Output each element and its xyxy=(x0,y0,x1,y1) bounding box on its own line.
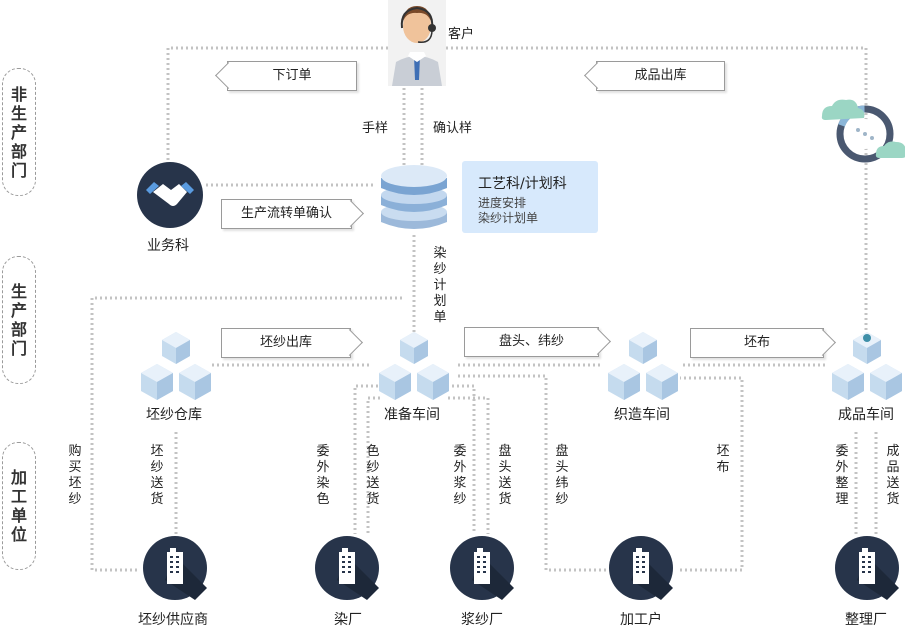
flow-label-out-finish: 委外整理 xyxy=(835,444,849,507)
customer-avatar-icon xyxy=(388,0,446,86)
flow-label-confirm: 确认样 xyxy=(433,121,473,136)
dye-label: 染厂 xyxy=(334,612,362,628)
tag-transfer: 生产流转单确认 xyxy=(221,199,352,229)
flow-label-sample: 手样 xyxy=(362,121,389,136)
sizing-building-icon xyxy=(450,536,514,600)
database-icon xyxy=(377,160,451,232)
tag-yarn-out: 坯纱出库 xyxy=(221,328,351,358)
supplier-label: 坯纱供应商 xyxy=(138,612,208,628)
supplier-building-icon xyxy=(143,536,207,600)
flow-label-out-sizing: 委外浆纱 xyxy=(453,444,467,507)
flow-label-buy: 购买坯纱 xyxy=(68,444,82,507)
line-beam-delivery xyxy=(448,396,490,534)
processor-label: 加工户 xyxy=(620,612,662,628)
line-greige xyxy=(680,376,744,572)
flow-label-color-delivery: 色纱送货 xyxy=(366,444,380,507)
customer-label: 客户 xyxy=(448,27,475,42)
flow-label-out-dye: 委外染色 xyxy=(316,444,330,507)
flow-label-finished-delivery: 成品送货 xyxy=(886,444,900,507)
line-ship xyxy=(446,46,868,330)
dye-building-icon xyxy=(315,536,379,600)
section-label: 非生产部门 xyxy=(11,84,28,180)
finished-label: 成品车间 xyxy=(838,407,894,423)
finisher-building-icon xyxy=(835,536,899,600)
line-color-delivery xyxy=(366,396,380,534)
processor-building-icon xyxy=(609,536,673,600)
finisher-label: 整理厂 xyxy=(845,612,887,628)
craft-dept-panel: 工艺科/计划科 进度安排 染纱计划单 xyxy=(462,161,598,233)
sizing-label: 浆纱厂 xyxy=(461,612,503,628)
section-production: 生产部门 xyxy=(2,256,36,384)
craft-dept-line: 进度安排 xyxy=(478,196,527,210)
line-beam-weft xyxy=(458,374,606,572)
flow-label-dye-plan: 染纱计划单 xyxy=(433,246,447,325)
tag-cloth: 坯布 xyxy=(690,328,824,358)
line-out-sizing xyxy=(452,384,476,534)
section-label: 加工单位 xyxy=(11,468,28,544)
handshake-icon xyxy=(137,162,203,228)
flow-label-greige: 坯布 xyxy=(716,444,730,475)
tag-order: 下订单 xyxy=(227,61,357,91)
warehouse-cube-icon xyxy=(137,330,215,402)
craft-dept-title: 工艺科/计划科 xyxy=(478,176,567,192)
prep-label: 准备车间 xyxy=(384,407,440,423)
section-processing: 加工单位 xyxy=(2,442,36,570)
finished-cube-icon xyxy=(828,330,905,402)
prep-cube-icon xyxy=(375,330,453,402)
tag-beam: 盘头、纬纱 xyxy=(464,327,599,357)
section-non-production: 非生产部门 xyxy=(2,68,36,196)
line-buy xyxy=(90,296,402,572)
weaving-cube-icon xyxy=(604,330,682,402)
line-out-dye xyxy=(353,384,378,534)
craft-dept-line: 染纱计划单 xyxy=(478,211,539,225)
warehouse-label: 坯纱仓库 xyxy=(146,407,202,423)
sales-label: 业务科 xyxy=(147,238,189,254)
tag-ship: 成品出库 xyxy=(596,61,725,91)
flow-label-beam-weft: 盘头纬纱 xyxy=(555,444,569,507)
flow-label-beam-delivery: 盘头送货 xyxy=(498,444,512,507)
weaving-label: 织造车间 xyxy=(614,407,670,423)
flow-label-yarn-delivery: 坯纱送货 xyxy=(150,444,164,507)
cloud-icon xyxy=(818,96,905,168)
section-label: 生产部门 xyxy=(11,282,28,358)
line-order xyxy=(166,46,388,162)
